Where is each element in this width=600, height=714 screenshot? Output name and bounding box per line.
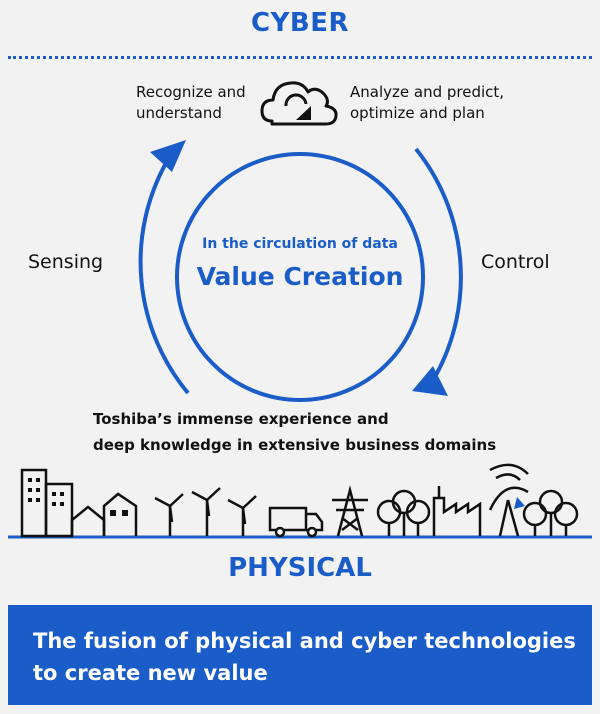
banner-line-2: to create new value (33, 661, 268, 685)
houses-icon (70, 492, 138, 536)
buildings-icon (20, 468, 74, 538)
expertise-line-2: deep knowledge in extensive business dom… (93, 436, 497, 454)
cycle-arcs (138, 147, 463, 395)
cyber-title: CYBER (250, 8, 349, 38)
power-tower-icon (332, 485, 368, 537)
right-arrowhead (412, 366, 448, 396)
sensing-label: Sensing (28, 251, 104, 273)
fusion-banner: The fusion of physical and cyber technol… (8, 605, 592, 705)
wind-turbine-icon (154, 487, 257, 536)
expertise-text: Toshiba’s immense experience and deep kn… (93, 406, 553, 458)
right-arc (414, 147, 463, 376)
physical-title: PHYSICAL (228, 553, 372, 583)
trees-icon (522, 489, 579, 536)
truck-icon (268, 506, 324, 538)
cyber-divider (8, 56, 592, 59)
analyze-line-2: optimize and plan (350, 104, 485, 122)
analyze-line-1: Analyze and predict, (350, 83, 505, 101)
left-arc (138, 162, 190, 395)
signal-marker (514, 497, 525, 509)
factory-icon (432, 486, 482, 536)
trees-icon (376, 489, 431, 536)
cloud-icon (260, 81, 338, 126)
center-subtitle: In the circulation of data (202, 236, 398, 252)
recognize-line-1: Recognize and (136, 83, 246, 101)
control-label: Control (481, 251, 550, 273)
expertise-line-1: Toshiba’s immense experience and (93, 410, 389, 428)
center-circle (175, 152, 425, 402)
banner-line-1: The fusion of physical and cyber technol… (33, 629, 576, 653)
recognize-label: Recognize and understand (136, 82, 246, 124)
left-arrowhead (150, 140, 186, 172)
center-title: Value Creation (196, 262, 404, 291)
analyze-label: Analyze and predict, optimize and plan (350, 82, 504, 124)
recognize-line-2: understand (136, 104, 222, 122)
satellite-dish-icon (488, 463, 529, 537)
